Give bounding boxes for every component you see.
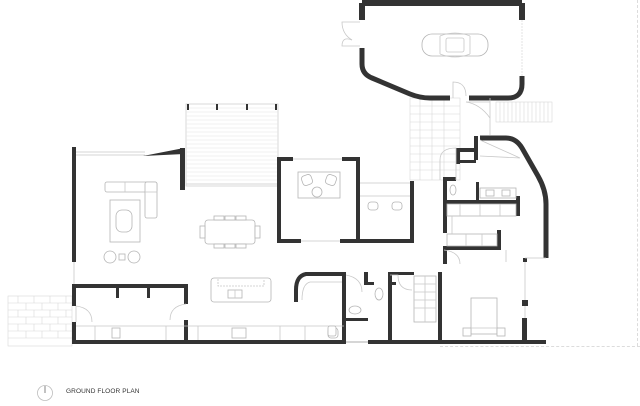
paved-entry-walkway: [409, 97, 461, 181]
garage: [341, 0, 525, 101]
gate-swing: [465, 101, 491, 119]
study-furniture: [367, 201, 403, 211]
garage-side-door[interactable]: [341, 21, 360, 47]
armchair-icon: [103, 250, 117, 264]
coffee-table-icon: [115, 209, 133, 233]
bedside-table-icon: [462, 327, 472, 337]
bed-icon: [470, 297, 498, 335]
north-arrow-icon: [37, 385, 53, 401]
round-table-icon: [311, 186, 323, 198]
armchair-icon: [301, 174, 313, 186]
main-walls: [72, 147, 546, 344]
stairs: [413, 275, 437, 323]
deck: [185, 103, 279, 187]
site-boundary-right: [637, 0, 638, 346]
doors: [75, 249, 507, 323]
toilet-icon: [449, 184, 457, 196]
dining-table-icon: [204, 219, 256, 245]
cooktop-icon: [231, 327, 247, 339]
powder-room-furniture: [327, 287, 384, 337]
appliance-icon: [111, 327, 121, 339]
lounge-furniture: [297, 171, 341, 199]
bedroom-wing-walls: [439, 135, 549, 344]
ensuite-furniture: [446, 184, 517, 247]
car-icon: [421, 32, 489, 58]
garage-rear-door[interactable]: [452, 81, 467, 98]
bedroom-furniture: [462, 297, 506, 337]
paved-courtyard-left: [7, 295, 73, 347]
timber-steps: [495, 101, 553, 123]
basin-icon: [501, 189, 511, 197]
bedside-table-icon: [496, 327, 506, 337]
vanity-icon: [479, 187, 517, 199]
basin-icon: [348, 305, 362, 315]
toilet-icon: [327, 325, 337, 337]
armchair-icon: [127, 250, 141, 264]
armchair-icon: [325, 174, 337, 186]
basin-icon: [485, 189, 495, 197]
drawing-title: GROUND FLOOR PLAN: [66, 388, 140, 395]
living-furniture: [76, 181, 344, 340]
site-boundary-bottom: [440, 346, 640, 347]
toilet-icon: [374, 287, 384, 301]
robe-shelving-icon: [446, 203, 517, 217]
chair-icon: [391, 201, 403, 211]
chair-icon: [367, 201, 379, 211]
